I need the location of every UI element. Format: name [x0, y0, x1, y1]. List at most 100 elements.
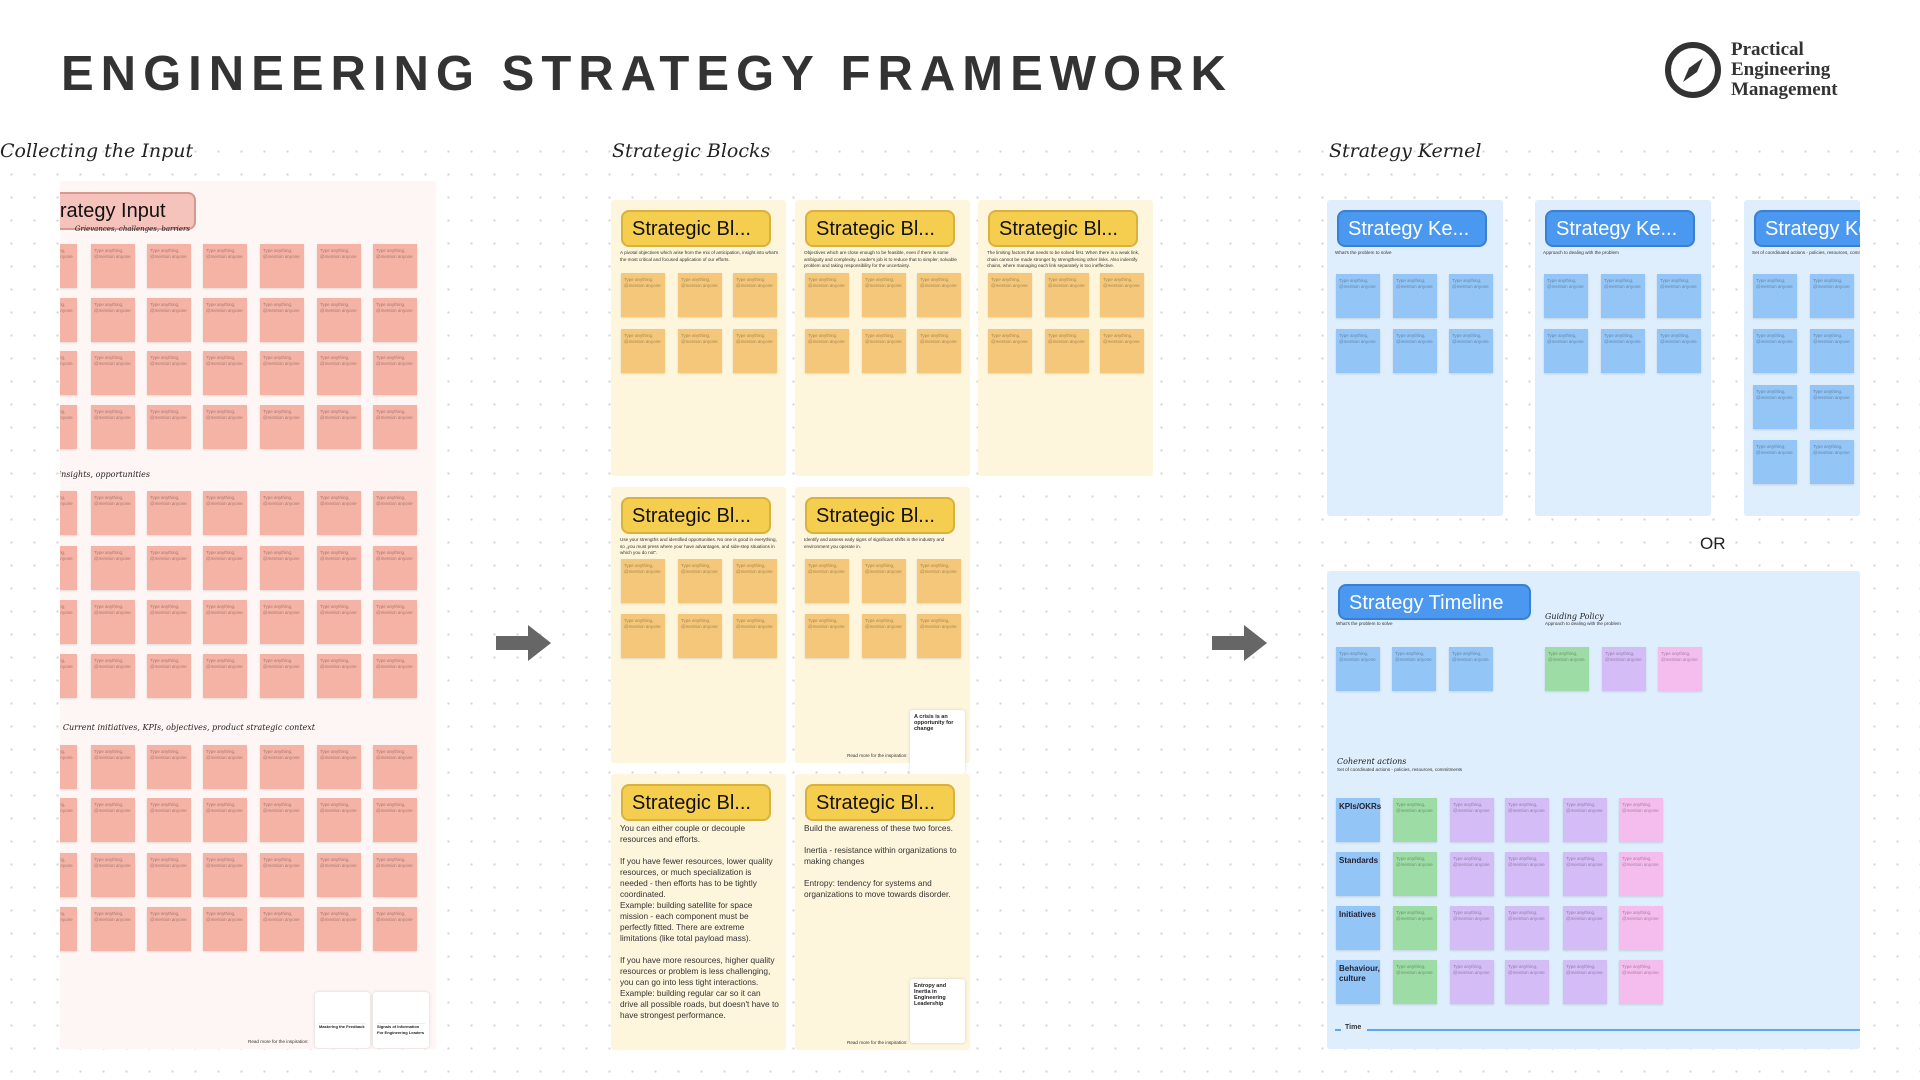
sticky-note[interactable]: Type anything, @mention anyone: [1658, 647, 1702, 691]
sticky-note[interactable]: Type anything, @mention anyone: [260, 546, 304, 590]
sticky-note[interactable]: Type anything, @mention anyone: [917, 329, 961, 373]
sticky-note[interactable]: Type anything, @mention anyone: [203, 654, 247, 698]
sticky-note[interactable]: Type anything, @mention anyone: [60, 298, 77, 342]
sticky-note[interactable]: Type anything, @mention anyone: [1810, 385, 1854, 429]
sticky-note[interactable]: Type anything, @mention anyone: [260, 491, 304, 535]
sticky-note[interactable]: Type anything, @mention anyone: [260, 244, 304, 288]
sticky-note[interactable]: Type anything, @mention anyone: [1753, 274, 1797, 318]
link-card[interactable]: A crisis is an opportunity for change: [910, 710, 965, 774]
sticky-note[interactable]: Type anything, @mention anyone: [917, 559, 961, 603]
sticky-note[interactable]: Type anything, @mention anyone: [91, 491, 135, 535]
sticky-note[interactable]: Type anything, @mention anyone: [317, 546, 361, 590]
sticky-note[interactable]: Type anything, @mention anyone: [203, 244, 247, 288]
sticky-note[interactable]: Type anything, @mention anyone: [260, 405, 304, 449]
sticky-note[interactable]: Type anything, @mention anyone: [373, 351, 417, 395]
sticky-note[interactable]: Type anything, @mention anyone: [988, 329, 1032, 373]
sticky-note[interactable]: Type anything, @mention anyone: [147, 798, 191, 842]
sticky-note[interactable]: Type anything, @mention anyone: [317, 600, 361, 644]
sticky-note[interactable]: Type anything, @mention anyone: [203, 298, 247, 342]
sticky-note[interactable]: Type anything, @mention anyone: [805, 329, 849, 373]
sticky-note[interactable]: Type anything, @mention anyone: [1450, 906, 1494, 950]
sticky-note[interactable]: Type anything, @mention anyone: [147, 907, 191, 951]
strategic-block-pill[interactable]: Strategic Bl...: [621, 497, 771, 534]
sticky-note[interactable]: Type anything, @mention anyone: [1392, 647, 1436, 691]
sticky-note[interactable]: Type anything, @mention anyone: [147, 298, 191, 342]
sticky-note[interactable]: Type anything, @mention anyone: [260, 907, 304, 951]
sticky-note[interactable]: Type anything, @mention anyone: [1753, 385, 1797, 429]
strategic-block-panel[interactable]: Strategic Bl...Build the awareness of th…: [795, 774, 970, 1050]
sticky-note[interactable]: Type anything, @mention anyone: [147, 600, 191, 644]
sticky-note[interactable]: Type anything, @mention anyone: [1657, 274, 1701, 318]
sticky-note[interactable]: Type anything, @mention anyone: [317, 654, 361, 698]
sticky-note[interactable]: Type anything, @mention anyone: [373, 298, 417, 342]
sticky-note[interactable]: Type anything, @mention anyone: [1619, 798, 1663, 842]
sticky-note[interactable]: Type anything, @mention anyone: [862, 329, 906, 373]
sticky-note[interactable]: Type anything, @mention anyone: [60, 546, 77, 590]
sticky-note[interactable]: Type anything, @mention anyone: [147, 405, 191, 449]
sticky-note[interactable]: Type anything, @mention anyone: [1336, 647, 1380, 691]
sticky-note[interactable]: Type anything, @mention anyone: [1100, 329, 1144, 373]
sticky-note[interactable]: Type anything, @mention anyone: [1450, 798, 1494, 842]
sticky-note[interactable]: Type anything, @mention anyone: [203, 546, 247, 590]
strategic-block-panel[interactable]: Strategic Bl...The limiting factors that…: [978, 200, 1153, 476]
sticky-note[interactable]: Type anything, @mention anyone: [862, 273, 906, 317]
sticky-note[interactable]: Type anything, @mention anyone: [373, 546, 417, 590]
sticky-note[interactable]: Type anything, @mention anyone: [317, 244, 361, 288]
sticky-note[interactable]: Type anything, @mention anyone: [1563, 852, 1607, 896]
sticky-note[interactable]: Type anything, @mention anyone: [1563, 906, 1607, 950]
sticky-note[interactable]: Type anything, @mention anyone: [260, 298, 304, 342]
strategy-kernel-pill[interactable]: Strategy Kernel: [1754, 210, 1860, 247]
strategy-input-panel[interactable]: Strategy Input Grievances, challenges, b…: [60, 181, 436, 1049]
strategic-block-panel[interactable]: Strategic Bl...Use your strengths and id…: [611, 487, 786, 763]
sticky-note[interactable]: Type anything, @mention anyone: [203, 907, 247, 951]
sticky-note[interactable]: Type anything, @mention anyone: [373, 907, 417, 951]
sticky-note[interactable]: Type anything, @mention anyone: [317, 298, 361, 342]
strategy-kernel-panel[interactable]: Strategy Ke...What's the problem to solv…: [1327, 200, 1503, 516]
sticky-note[interactable]: Type anything, @mention anyone: [260, 745, 304, 789]
sticky-note[interactable]: Type anything, @mention anyone: [203, 351, 247, 395]
sticky-note[interactable]: Type anything, @mention anyone: [373, 405, 417, 449]
sticky-note[interactable]: Type anything, @mention anyone: [678, 614, 722, 658]
sticky-note[interactable]: Type anything, @mention anyone: [1100, 273, 1144, 317]
sticky-note[interactable]: Type anything, @mention anyone: [203, 745, 247, 789]
sticky-note[interactable]: Type anything, @mention anyone: [1393, 798, 1437, 842]
sticky-note[interactable]: Type anything, @mention anyone: [1810, 440, 1854, 484]
sticky-note[interactable]: Type anything, @mention anyone: [91, 298, 135, 342]
sticky-note[interactable]: Type anything, @mention anyone: [733, 329, 777, 373]
sticky-note[interactable]: Type anything, @mention anyone: [1505, 906, 1549, 950]
sticky-note[interactable]: Type anything, @mention anyone: [1336, 329, 1380, 373]
sticky-note[interactable]: Type anything, @mention anyone: [805, 614, 849, 658]
sticky-note[interactable]: Type anything, @mention anyone: [373, 491, 417, 535]
sticky-note[interactable]: Type anything, @mention anyone: [1393, 274, 1437, 318]
sticky-note[interactable]: Type anything, @mention anyone: [1393, 329, 1437, 373]
sticky-note[interactable]: Type anything, @mention anyone: [60, 600, 77, 644]
sticky-note[interactable]: Type anything, @mention anyone: [373, 654, 417, 698]
sticky-note[interactable]: Type anything, @mention anyone: [1505, 852, 1549, 896]
sticky-note[interactable]: Type anything, @mention anyone: [621, 559, 665, 603]
sticky-note[interactable]: Type anything, @mention anyone: [260, 654, 304, 698]
sticky-note[interactable]: Type anything, @mention anyone: [1810, 274, 1854, 318]
sticky-note[interactable]: Type anything, @mention anyone: [1449, 274, 1493, 318]
sticky-note[interactable]: Type anything, @mention anyone: [988, 273, 1032, 317]
sticky-note[interactable]: Type anything, @mention anyone: [260, 853, 304, 897]
sticky-note[interactable]: Type anything, @mention anyone: [862, 614, 906, 658]
sticky-note[interactable]: Type anything, @mention anyone: [1602, 647, 1646, 691]
sticky-note[interactable]: Type anything, @mention anyone: [60, 745, 77, 789]
strategy-kernel-pill[interactable]: Strategy Ke...: [1545, 210, 1695, 247]
sticky-note[interactable]: Type anything, @mention anyone: [1544, 329, 1588, 373]
sticky-note[interactable]: Type anything, @mention anyone: [203, 600, 247, 644]
strategic-block-pill[interactable]: Strategic Bl...: [621, 210, 771, 247]
sticky-note[interactable]: Type anything, @mention anyone: [1619, 906, 1663, 950]
sticky-note[interactable]: Type anything, @mention anyone: [1393, 960, 1437, 1004]
strategy-kernel-pill[interactable]: Strategy Ke...: [1337, 210, 1487, 247]
sticky-note[interactable]: Type anything, @mention anyone: [1450, 960, 1494, 1004]
sticky-note[interactable]: Type anything, @mention anyone: [147, 853, 191, 897]
sticky-note[interactable]: Type anything, @mention anyone: [203, 798, 247, 842]
sticky-note[interactable]: Type anything, @mention anyone: [60, 654, 77, 698]
sticky-note[interactable]: Type anything, @mention anyone: [91, 600, 135, 644]
strategic-block-pill[interactable]: Strategic Bl...: [805, 210, 955, 247]
sticky-note[interactable]: Type anything, @mention anyone: [91, 853, 135, 897]
strategy-kernel-panel[interactable]: Strategy KernelSet of coordinated action…: [1744, 200, 1860, 516]
sticky-note[interactable]: Type anything, @mention anyone: [147, 491, 191, 535]
sticky-note[interactable]: Type anything, @mention anyone: [1045, 329, 1089, 373]
